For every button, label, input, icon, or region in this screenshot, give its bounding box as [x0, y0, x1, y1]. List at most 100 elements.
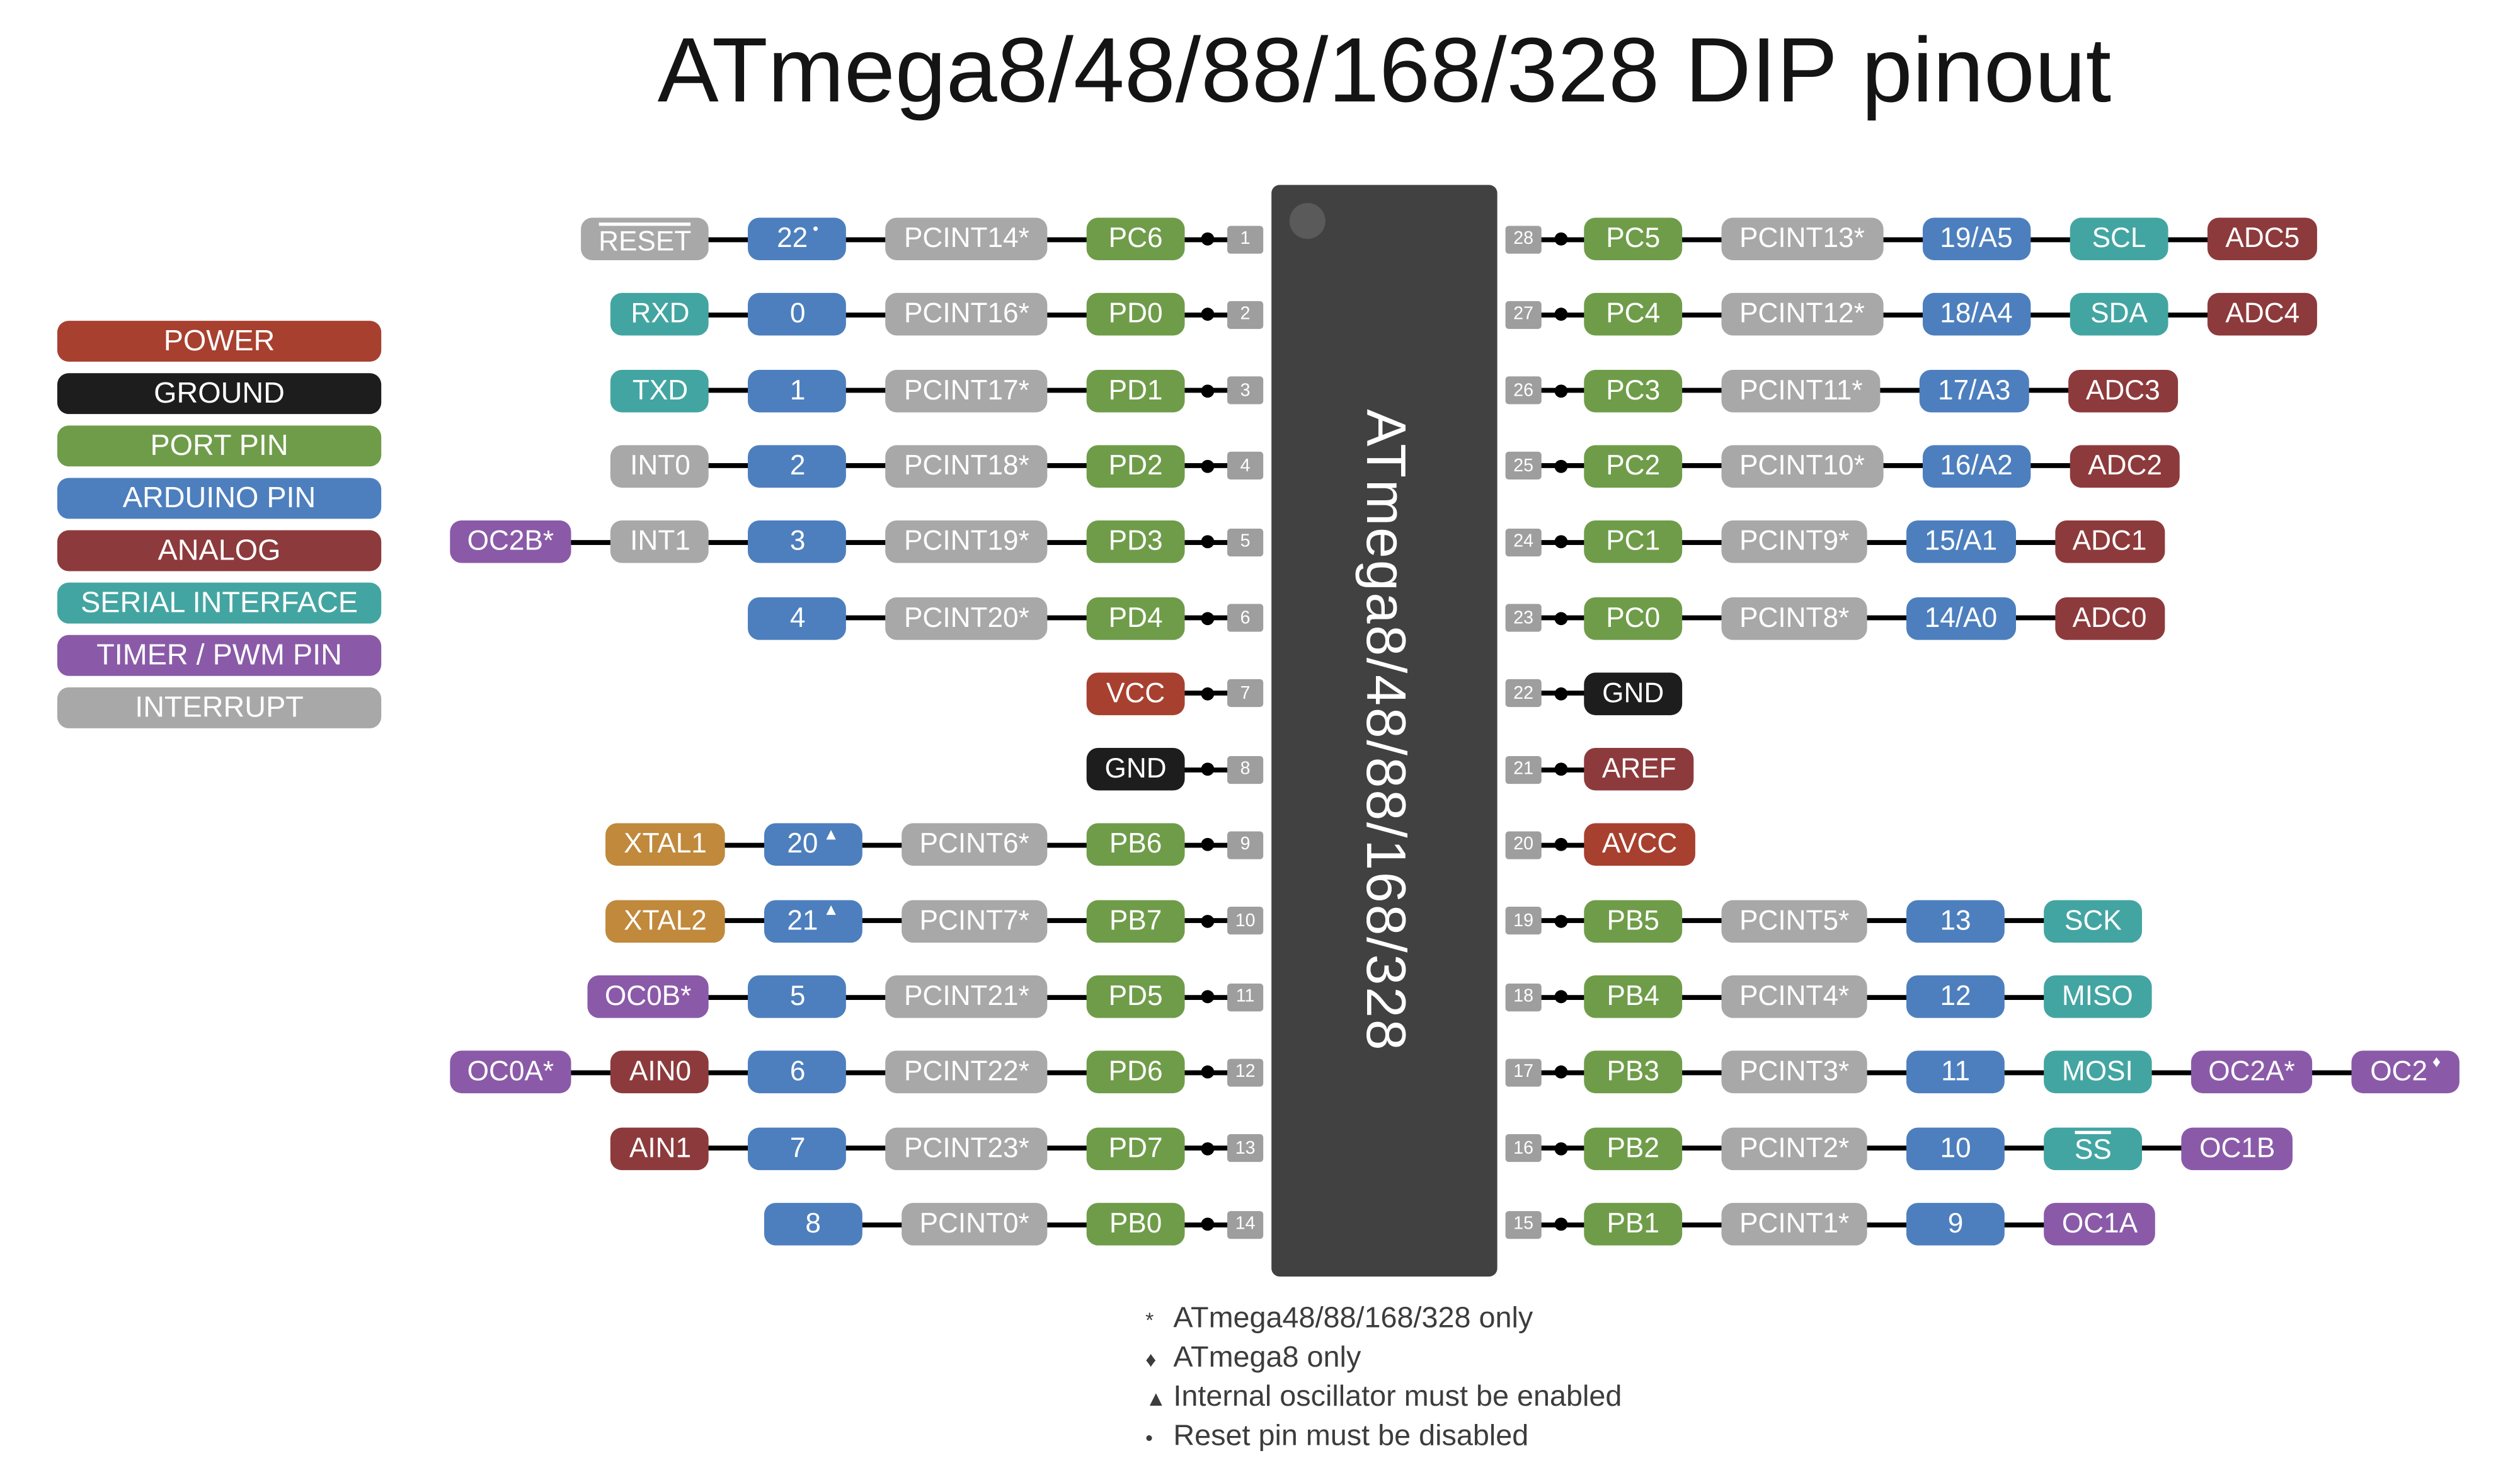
footnote-1: *ATmega48/88/168/328 only	[1145, 1301, 1622, 1340]
pin-function-pb5: PB5	[1584, 899, 1683, 943]
pin-function-label: 18/A4	[1940, 298, 2013, 330]
pin-function-pb7: PB7	[1086, 899, 1185, 943]
pin-function-pcint3: PCINT3*	[1721, 1051, 1867, 1094]
wire-junction-dot	[1554, 308, 1568, 321]
pin-number-8: 8	[1227, 755, 1264, 784]
pin-function-adc4: ADC4	[2207, 293, 2318, 336]
legend-item-port: PORT PIN	[57, 425, 382, 467]
pin-function-gnd: GND	[1086, 748, 1185, 791]
pin-number-10: 10	[1227, 907, 1264, 935]
pin-function-pcint4: PCINT4*	[1721, 975, 1867, 1018]
pin-function-label: PCINT4*	[1739, 980, 1850, 1012]
pin-number-9: 9	[1227, 831, 1264, 859]
footnote-4: •Reset pin must be disabled	[1145, 1419, 1622, 1458]
pin-function-pcint1: PCINT1*	[1721, 1203, 1867, 1246]
pin-function-pd2: PD2	[1086, 445, 1185, 488]
pin-function-label: 13	[1940, 904, 1971, 936]
pin-function-pcint19: PCINT19*	[886, 520, 1048, 564]
pin-function-pd5: PD5	[1086, 975, 1185, 1018]
pin-function-pd1: PD1	[1086, 369, 1185, 412]
pin-function-label: OC0A*	[467, 1056, 554, 1088]
pin-number-17: 17	[1505, 1059, 1542, 1087]
pin-function-adc0: ADC0	[2054, 596, 2165, 640]
pin-function-label: PD1	[1108, 374, 1163, 406]
pin-function-oc2b: OC2B*	[449, 520, 572, 564]
wire-junction-dot	[1554, 1065, 1568, 1079]
footnote-marker-icon: •	[1145, 1425, 1154, 1450]
pin-function-label: PCINT3*	[1739, 1056, 1850, 1088]
pin-function-label: 8	[805, 1207, 822, 1239]
wire-junction-dot	[1554, 839, 1568, 852]
footnote-text: ATmega8 only	[1173, 1340, 1361, 1374]
pin-function-label: PCINT12*	[1739, 298, 1865, 330]
pin-function-label: PCINT11*	[1739, 374, 1863, 406]
pin-function-label: 11	[1941, 1056, 1971, 1088]
pin-function-label: 0	[789, 298, 806, 330]
pin-function-oc2: OC2♦	[2352, 1051, 2459, 1094]
pin-function-label: RESET	[598, 222, 692, 256]
pin-function-label: ADC2	[2088, 450, 2163, 481]
pin-function-label: PCINT8*	[1739, 601, 1850, 633]
pin-function-ain0: AIN0	[611, 1051, 709, 1094]
pin-function-pb1: PB1	[1584, 1203, 1683, 1246]
pin-function-22: 22•	[748, 217, 847, 260]
pin-number-26: 26	[1505, 376, 1542, 405]
page-title: ATmega8/48/88/168/328 DIP pinout	[657, 18, 2112, 122]
pin-function-int0: INT0	[611, 445, 709, 488]
pin-function-label: 1	[789, 374, 806, 406]
pin-function-label: AREF	[1601, 753, 1676, 784]
pin-function-label: OC2	[2370, 1056, 2428, 1088]
pin-function-oc0b: OC0B*	[587, 975, 709, 1018]
pin-function-pcint18: PCINT18*	[886, 445, 1048, 488]
pin-function-pcint10: PCINT10*	[1721, 445, 1883, 488]
pin-function-adc3: ADC3	[2068, 369, 2179, 412]
pin-function-pc4: PC4	[1584, 293, 1683, 336]
pin-function-pcint22: PCINT22*	[886, 1051, 1048, 1094]
pin-function-8: 8	[764, 1203, 862, 1246]
wire-junction-dot	[1201, 384, 1215, 398]
pin-function-0: 0	[748, 293, 847, 336]
pin-function-label: PCINT18*	[903, 450, 1029, 481]
pin-function-avcc: AVCC	[1584, 824, 1695, 867]
pin-function-label: PD7	[1108, 1132, 1163, 1163]
pin-function-label: 4	[789, 601, 806, 633]
pin-number-11: 11	[1227, 982, 1264, 1011]
pin-function-label: 19/A5	[1940, 222, 2013, 254]
pin-function-13: 13	[1906, 899, 2005, 943]
pin-function-txd: TXD	[611, 369, 709, 412]
pin-number-27: 27	[1505, 301, 1542, 329]
pin-function-label: XTAL1	[624, 829, 707, 860]
pin-function-9: 9	[1906, 1203, 2005, 1246]
pin-function-miso: MISO	[2044, 975, 2151, 1018]
pin-function-11: 11	[1906, 1051, 2005, 1094]
pin-function-pcint17: PCINT17*	[886, 369, 1048, 412]
pin-function-label: PC4	[1606, 298, 1661, 330]
pin-function-pd0: PD0	[1086, 293, 1185, 336]
pin-function-label: 3	[789, 525, 806, 557]
pin-function-label: ADC5	[2225, 222, 2300, 254]
pin-row-21: 21 AREF	[1505, 748, 2520, 791]
wire-junction-dot	[1201, 308, 1215, 321]
pin-number-22: 22	[1505, 679, 1542, 708]
pin-number-21: 21	[1505, 755, 1542, 784]
pin-function-label: PCINT22*	[903, 1056, 1029, 1088]
pin-function-ain1: AIN1	[611, 1127, 709, 1170]
pin-function-pb3: PB3	[1584, 1051, 1683, 1094]
pin-function-label: ADC3	[2085, 374, 2160, 406]
wire-junction-dot	[1201, 232, 1215, 246]
pin-number-7: 7	[1227, 679, 1264, 708]
pin-function-19a5: 19/A5	[1922, 217, 2031, 260]
wire-junction-dot	[1201, 687, 1215, 701]
pin-number-19: 19	[1505, 907, 1542, 935]
